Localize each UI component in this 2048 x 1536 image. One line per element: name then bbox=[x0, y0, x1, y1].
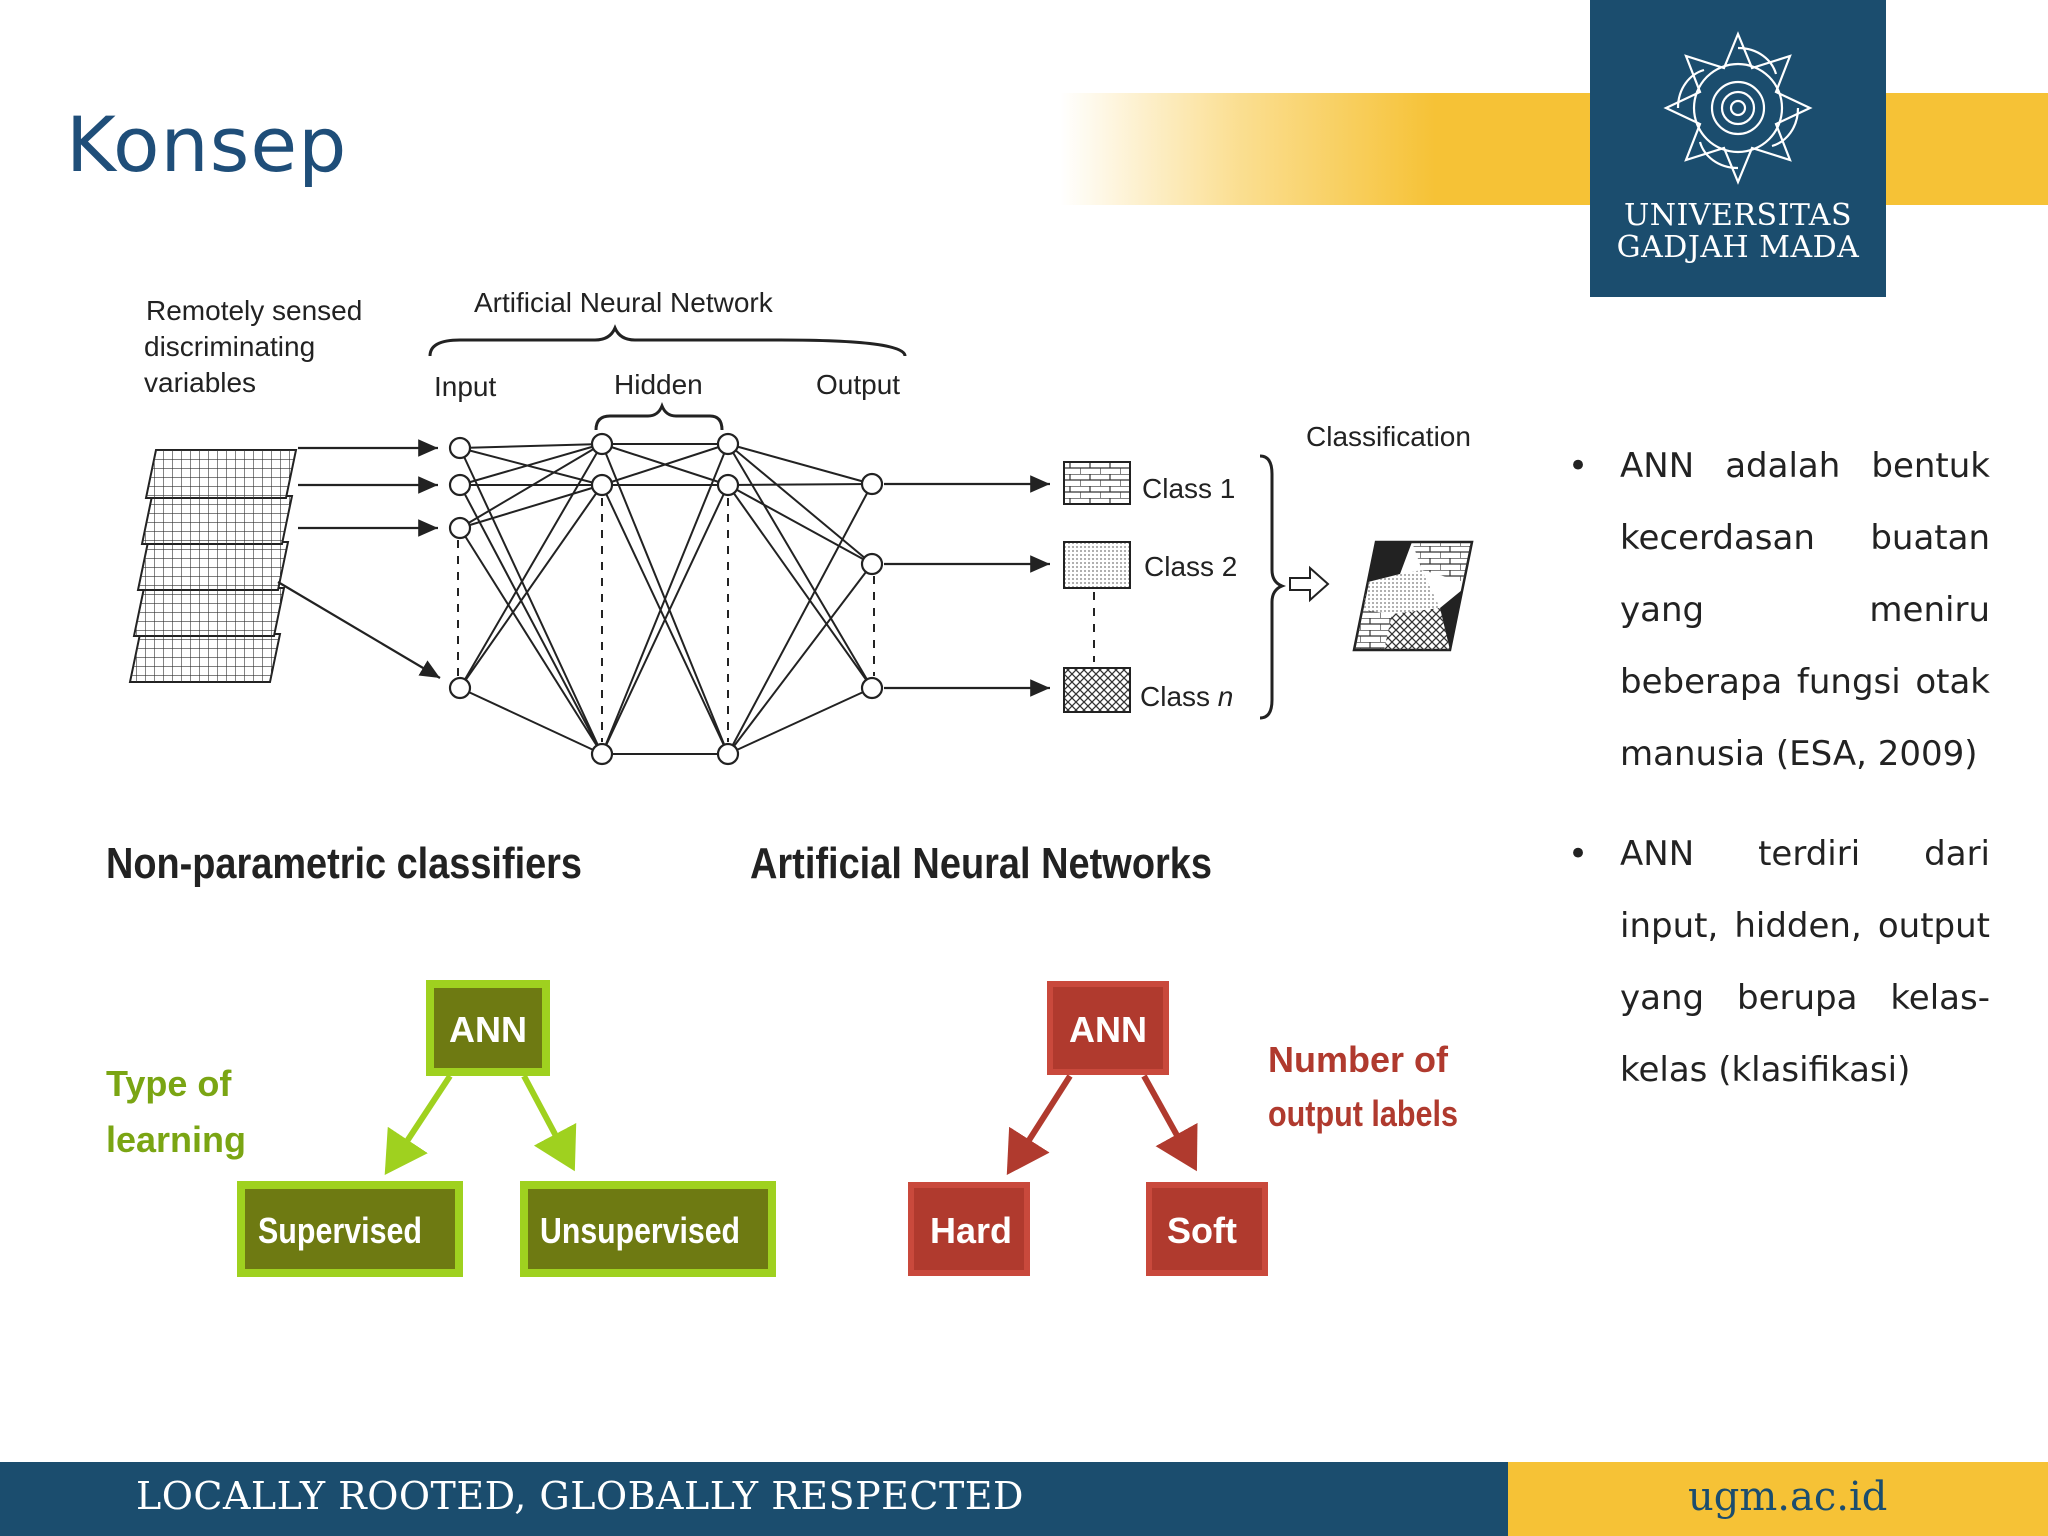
logo-line-1: UNIVERSITAS bbox=[1623, 198, 1853, 233]
result-arrow-icon bbox=[1289, 565, 1330, 603]
input-variables-label-1: Remotely sensed bbox=[146, 295, 362, 326]
type-of-learning-caption-2: learning bbox=[106, 1119, 246, 1160]
class-2-label: Class 2 bbox=[1144, 551, 1237, 582]
page-title: Konsep bbox=[66, 100, 348, 189]
supervised-label: Supervised bbox=[258, 1210, 422, 1251]
heading-non-parametric: Non-parametric classifiers bbox=[106, 839, 582, 888]
ann-root-label-green: ANN bbox=[449, 1009, 527, 1050]
bullet-item: • ANN adalah bentuk kecerdasan buatan ya… bbox=[1560, 430, 1990, 790]
layer-output-label: Output bbox=[816, 369, 900, 400]
soft-label: Soft bbox=[1167, 1210, 1237, 1251]
unsupervised-label: Unsupervised bbox=[540, 1210, 740, 1251]
image-stack-icon bbox=[128, 449, 298, 683]
ugm-seal-icon bbox=[1663, 31, 1813, 185]
ann-root-node-green bbox=[426, 980, 550, 1076]
learning-type-tree: ANN Supervised Unsupervised Type of lear… bbox=[106, 980, 776, 1277]
class-n-swatch bbox=[1063, 667, 1131, 713]
layer-input-label: Input bbox=[434, 371, 496, 402]
bullet-dot-icon: • bbox=[1568, 834, 1589, 874]
ann-diagram: Remotely sensed discriminating variables… bbox=[106, 287, 1474, 1277]
layer-hidden-label: Hidden bbox=[614, 369, 703, 400]
heading-ann: Artificial Neural Networks bbox=[750, 839, 1212, 888]
footer-gold-block bbox=[1508, 1462, 2048, 1536]
university-logo: UNIVERSITAS GADJAH MADA bbox=[1590, 0, 1886, 297]
footer-motto: LOCALLY ROOTED, GLOBALLY RESPECTED bbox=[136, 1474, 1025, 1518]
hard-node bbox=[908, 1182, 1030, 1276]
ann-root-label-red: ANN bbox=[1069, 1009, 1147, 1050]
output-labels-tree: ANN Hard Soft Number of output labels bbox=[908, 981, 1458, 1276]
class-n-label: Class n bbox=[1140, 681, 1233, 712]
class-brace bbox=[1259, 454, 1287, 720]
soft-node bbox=[1146, 1182, 1268, 1276]
hard-label: Hard bbox=[930, 1210, 1012, 1251]
network-nodes bbox=[448, 432, 884, 766]
input-variables-label-2: discriminating bbox=[144, 331, 315, 362]
header-gold-band bbox=[1060, 93, 2048, 205]
logo-line-2: GADJAH MADA bbox=[1616, 230, 1860, 265]
bullet-list: • ANN adalah bentuk kecerdasan buatan ya… bbox=[1560, 430, 1990, 1134]
bullet-dot-icon: • bbox=[1568, 446, 1589, 486]
classified-map-icon bbox=[1352, 540, 1474, 652]
bullet-text: ANN adalah bentuk kecerdasan buatan yang… bbox=[1620, 446, 1990, 774]
classification-label: Classification bbox=[1306, 421, 1471, 452]
ann-brace bbox=[428, 324, 907, 357]
ann-root-node-red bbox=[1047, 981, 1169, 1075]
supervised-node bbox=[237, 1181, 463, 1277]
unsupervised-node bbox=[520, 1181, 776, 1277]
bullet-text: ANN terdiri dari input, hidden, output y… bbox=[1620, 834, 1990, 1090]
bullet-item: • ANN terdiri dari input, hidden, output… bbox=[1560, 818, 1990, 1106]
hidden-brace bbox=[594, 401, 724, 431]
input-variables-label-3: variables bbox=[144, 367, 256, 398]
class-2-swatch bbox=[1063, 541, 1131, 589]
footer-url: ugm.ac.id bbox=[1688, 1474, 1888, 1520]
class-1-swatch bbox=[1063, 461, 1131, 505]
class-1-label: Class 1 bbox=[1142, 473, 1235, 504]
number-of-output-labels-caption-2: output labels bbox=[1268, 1093, 1458, 1134]
number-of-output-labels-caption-1: Number of bbox=[1268, 1039, 1449, 1080]
ann-label: Artificial Neural Network bbox=[474, 287, 774, 318]
type-of-learning-caption-1: Type of bbox=[106, 1063, 232, 1104]
